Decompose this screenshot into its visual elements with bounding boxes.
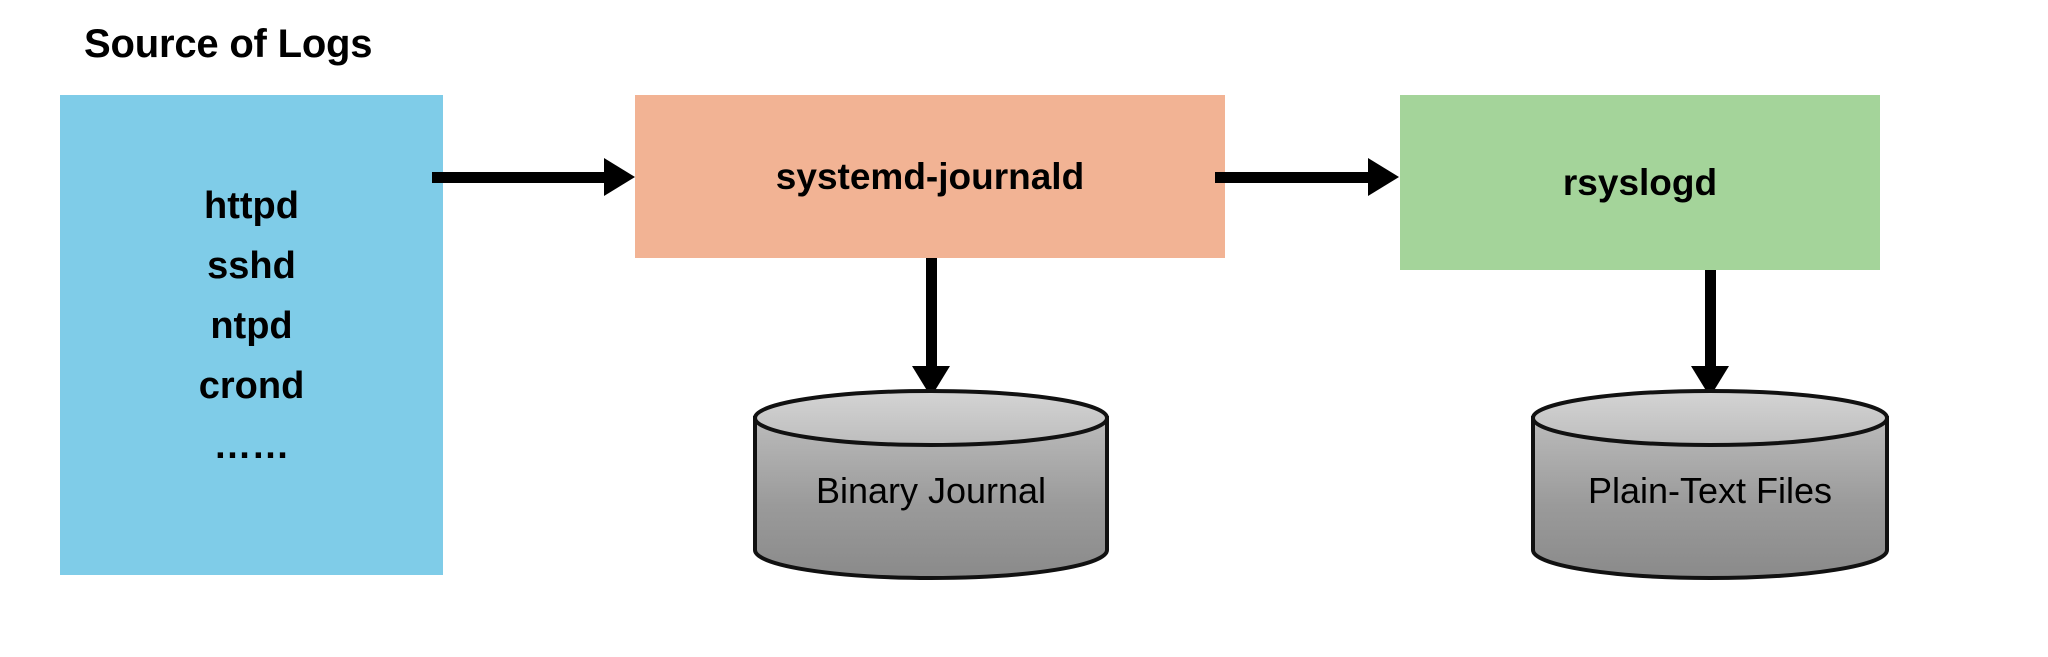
list-item: crond	[198, 365, 305, 407]
systemd-journald-label: systemd-journald	[775, 155, 1085, 197]
database-cylinder-icon	[753, 389, 1109, 580]
arrow-source-to-journald-shaft	[432, 172, 606, 183]
arrow-journald-to-rsyslogd-shaft	[1215, 172, 1370, 183]
list-item: httpd	[204, 185, 299, 227]
binary-journal-datastore[interactable]: Binary Journal	[752, 388, 1110, 580]
systemd-journald-box[interactable]: systemd-journald	[635, 95, 1225, 258]
arrow-rsyslogd-to-plain-text-shaft	[1705, 270, 1716, 370]
rsyslogd-label: rsyslogd	[1562, 161, 1718, 203]
plain-text-files-datastore[interactable]: Plain-Text Files	[1530, 388, 1890, 580]
arrow-source-to-journald-head-icon	[604, 158, 635, 196]
list-item: ntpd	[210, 305, 293, 347]
list-item-ellipsis: ……	[213, 425, 290, 467]
list-item: sshd	[207, 245, 296, 287]
arrow-journald-to-rsyslogd-head-icon	[1368, 158, 1399, 196]
database-cylinder-icon	[1531, 389, 1889, 580]
rsyslogd-box[interactable]: rsyslogd	[1400, 95, 1880, 270]
page-title: Source of Logs	[84, 22, 373, 66]
arrow-journald-to-binary-journal-shaft	[926, 258, 937, 370]
source-log-list: httpd sshd ntpd crond ……	[199, 187, 305, 465]
source-of-logs-box[interactable]: httpd sshd ntpd crond ……	[60, 95, 443, 575]
